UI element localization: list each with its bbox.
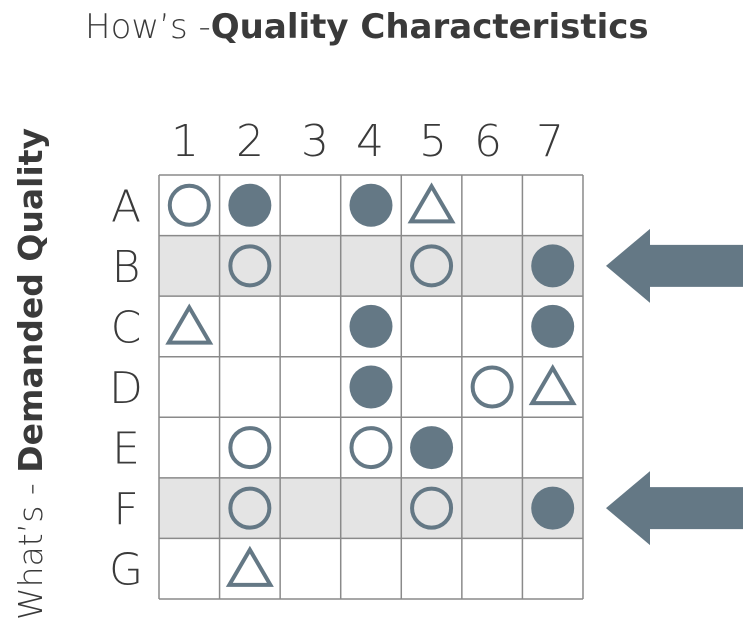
open-circle-icon bbox=[470, 365, 514, 409]
row-header-a: A bbox=[111, 181, 141, 232]
arrow-left-icon bbox=[606, 471, 743, 546]
column-header-1: 1 bbox=[171, 116, 199, 167]
filled-circle-icon bbox=[531, 244, 575, 288]
open-circle-icon bbox=[349, 426, 393, 470]
row-arrows bbox=[606, 228, 743, 546]
filled-circle-icon bbox=[349, 304, 393, 348]
triangle-icon bbox=[225, 545, 274, 587]
column-header-3: 3 bbox=[301, 116, 329, 167]
matrix-grid bbox=[158, 174, 584, 600]
filled-circle-icon bbox=[349, 365, 393, 409]
triangle-icon bbox=[528, 364, 577, 406]
side-label-emphasis: Demanded Quality bbox=[11, 128, 50, 473]
side-label: What’s - Demanded Quality bbox=[11, 128, 50, 620]
open-circle-icon bbox=[228, 244, 272, 288]
row-header-f: F bbox=[113, 484, 138, 535]
row-header-c: C bbox=[111, 302, 142, 353]
page-title: How’s -Quality Characteristics bbox=[85, 7, 649, 47]
filled-circle-icon bbox=[228, 183, 272, 227]
triangle-icon bbox=[407, 182, 456, 224]
open-circle-icon bbox=[410, 486, 454, 530]
filled-circle-icon bbox=[349, 183, 393, 227]
column-header-7: 7 bbox=[536, 116, 564, 167]
row-highlight-b bbox=[159, 235, 583, 297]
arrow-left-icon bbox=[606, 228, 743, 303]
title-emphasis: Quality Characteristics bbox=[211, 7, 649, 47]
column-header-2: 2 bbox=[236, 116, 264, 167]
column-header-5: 5 bbox=[419, 116, 447, 167]
open-circle-icon bbox=[228, 486, 272, 530]
filled-circle-icon bbox=[531, 486, 575, 530]
row-highlight-f bbox=[159, 477, 583, 539]
side-label-prefix: What’s - bbox=[11, 473, 50, 620]
column-header-4: 4 bbox=[356, 116, 384, 167]
title-prefix: How’s - bbox=[85, 7, 211, 47]
row-header-e: E bbox=[112, 424, 140, 475]
row-header-b: B bbox=[112, 242, 141, 293]
open-circle-icon bbox=[410, 244, 454, 288]
relationship-symbols bbox=[165, 182, 577, 587]
row-highlights bbox=[159, 235, 583, 539]
open-circle-icon bbox=[167, 183, 211, 227]
filled-circle-icon bbox=[531, 304, 575, 348]
triangle-icon bbox=[165, 303, 214, 345]
row-header-d: D bbox=[109, 363, 143, 414]
open-circle-icon bbox=[228, 426, 272, 470]
column-header-6: 6 bbox=[474, 116, 502, 167]
filled-circle-icon bbox=[410, 426, 454, 470]
row-header-g: G bbox=[109, 545, 143, 596]
